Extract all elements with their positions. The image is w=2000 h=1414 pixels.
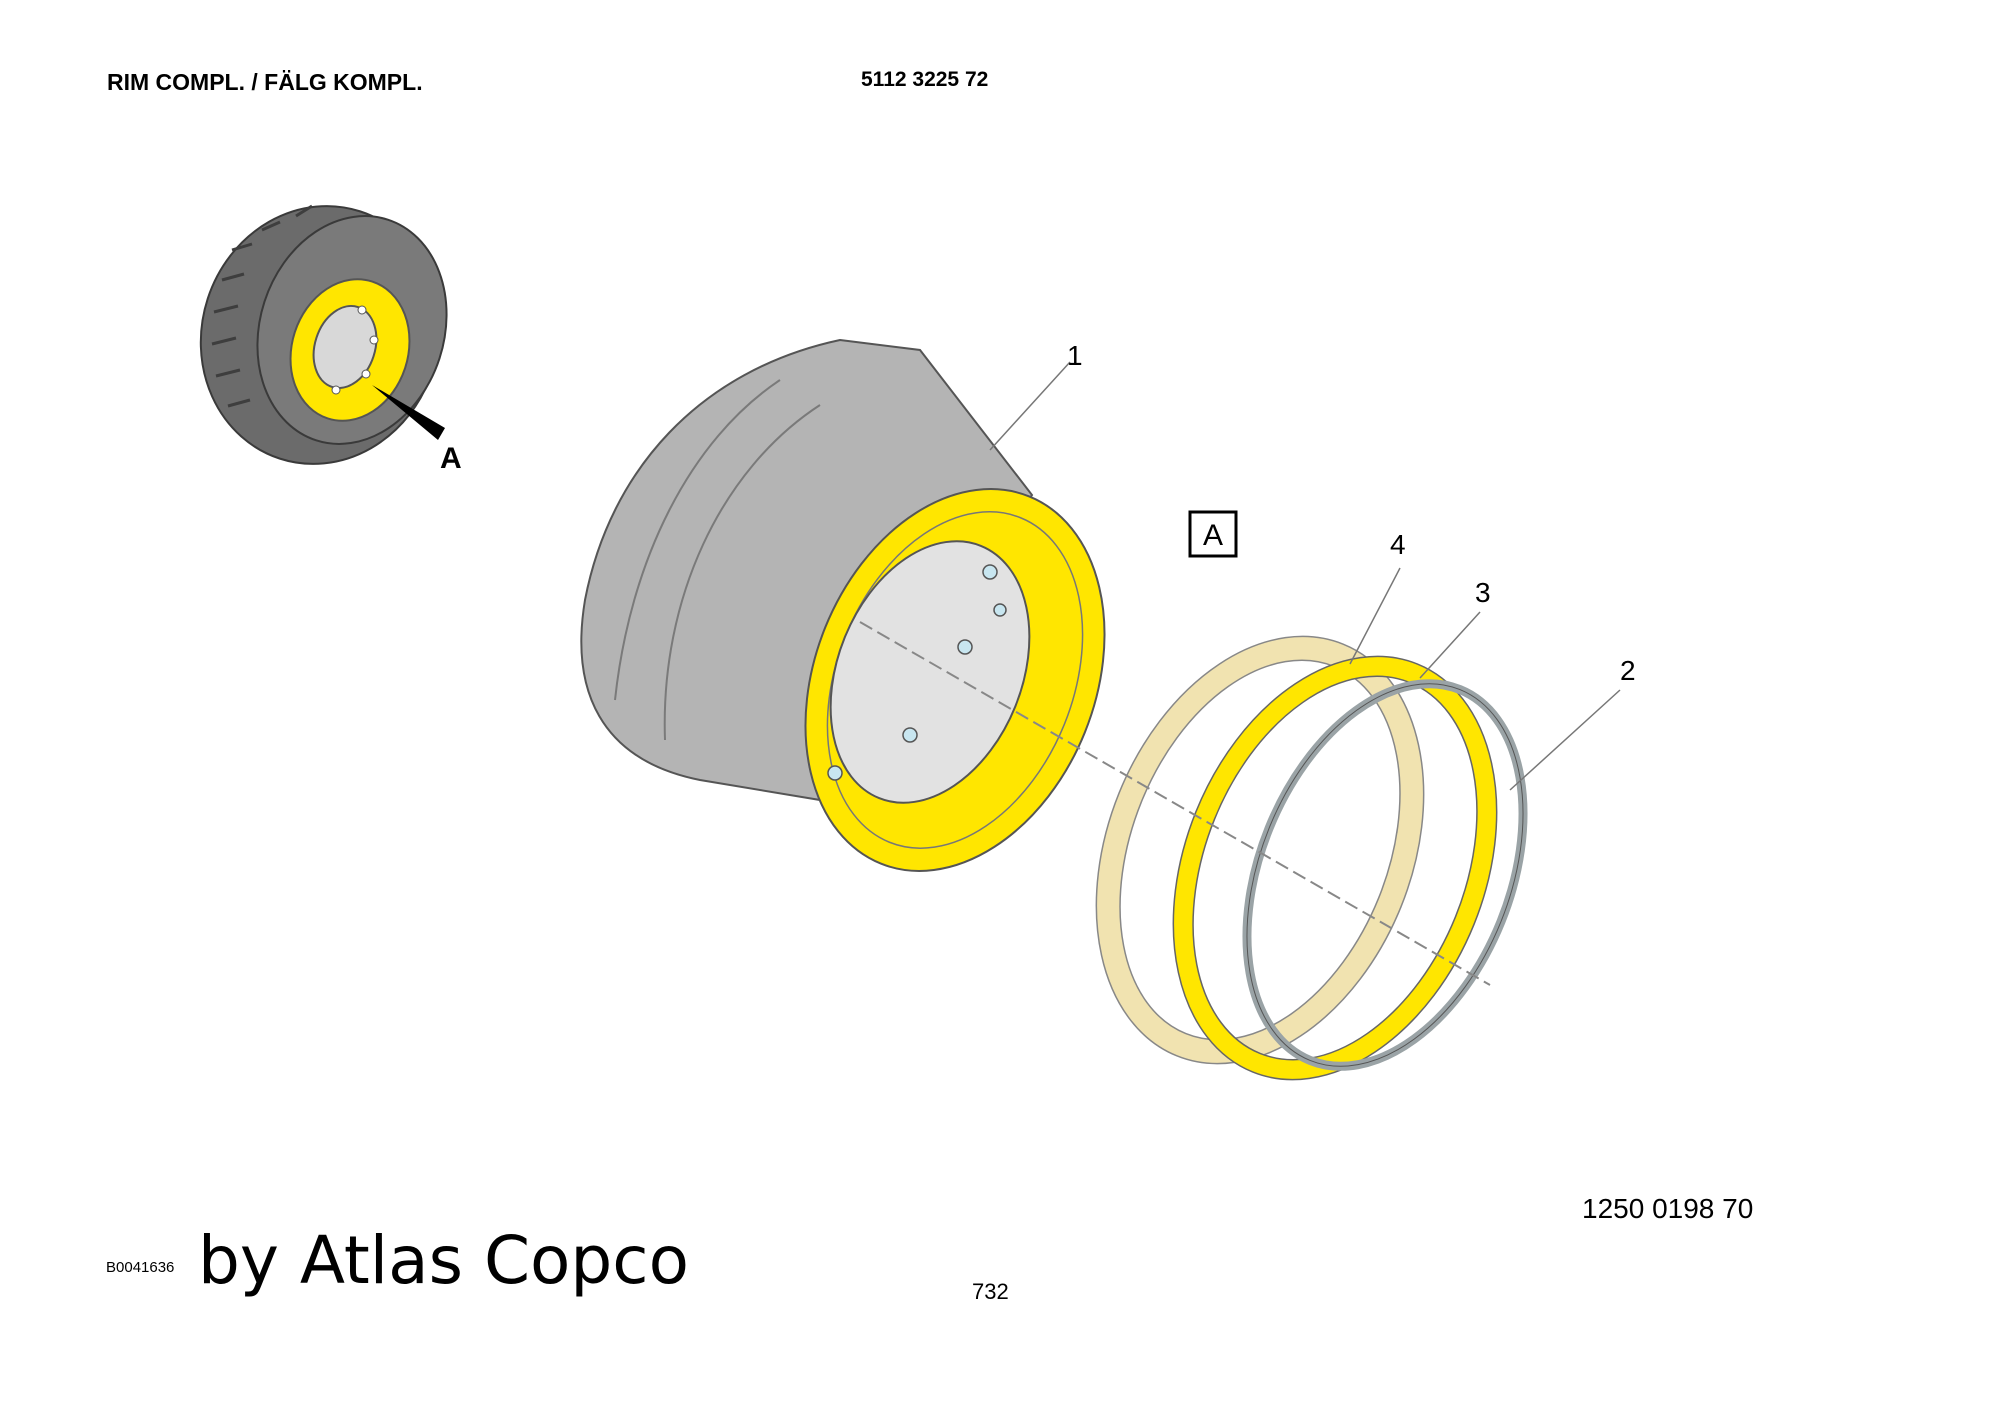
page-title: RIM COMPL. / FÄLG KOMPL. — [107, 69, 423, 95]
part-number: 5112 3225 72 — [861, 68, 989, 91]
page-number: 732 — [972, 1279, 1009, 1304]
callout-1: 1 — [1067, 340, 1083, 371]
lock-ring-part-2 — [1242, 679, 1528, 1071]
callout-4: 4 — [1390, 529, 1406, 560]
center-axis-line — [859, 621, 1491, 986]
drawing-number: 1250 0198 70 — [1582, 1193, 1754, 1224]
callout-3: 3 — [1475, 577, 1491, 608]
flange-ring-part-4 — [1095, 635, 1425, 1065]
brand-text: by Atlas Copco — [198, 1222, 689, 1299]
detail-box — [1188, 510, 1238, 558]
image-id: B0041636 — [106, 1259, 175, 1276]
detail-box-label: A — [1203, 519, 1223, 552]
rim-part-1 — [580, 338, 1106, 872]
detail-label-a: A — [440, 442, 462, 475]
callout-2: 2 — [1620, 655, 1636, 686]
leader-lines — [989, 361, 1621, 791]
tire-overview — [199, 204, 448, 465]
